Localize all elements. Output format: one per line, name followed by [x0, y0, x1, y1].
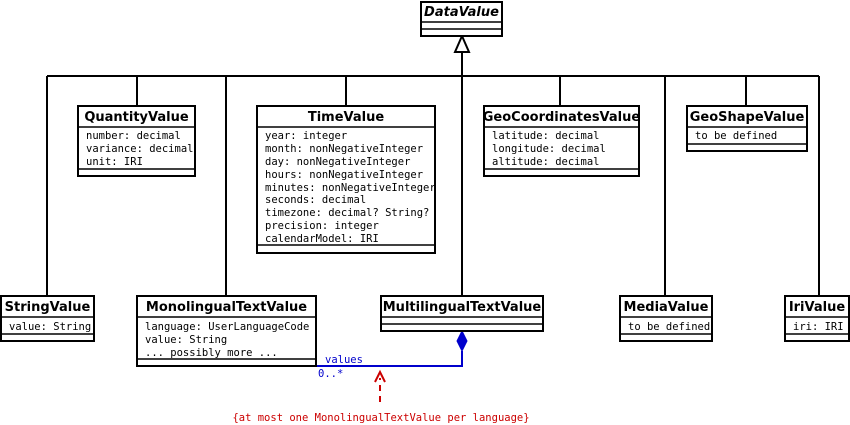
class-geo-coordinates-value[interactable]: GeoCoordinatesValue latitude: decimal lo… — [483, 105, 641, 177]
attribute: calendarModel: IRI — [265, 233, 379, 245]
class-name: DataValue — [424, 5, 499, 20]
attribute: iri: IRI — [793, 321, 844, 333]
class-multilingual-text-value[interactable]: MultilingualTextValue — [380, 295, 544, 332]
class-name: IriValue — [789, 300, 846, 315]
class-name: TimeValue — [308, 110, 385, 125]
class-name: QuantityValue — [84, 110, 189, 125]
attribute: variance: decimal — [86, 143, 193, 155]
attribute: latitude: decimal — [492, 130, 599, 142]
class-name: GeoCoordinatesValue — [483, 110, 641, 125]
association-multiplicity: 0..* — [318, 368, 343, 380]
attribute: altitude: decimal — [492, 156, 599, 168]
attribute: longitude: decimal — [492, 143, 606, 155]
attribute: year: integer — [265, 130, 347, 142]
class-name: MediaValue — [624, 300, 709, 315]
class-name: StringValue — [5, 300, 91, 315]
class-name: GeoShapeValue — [690, 110, 805, 125]
attribute: minutes: nonNegativeInteger — [265, 182, 436, 194]
attribute: value: String — [9, 321, 91, 333]
attribute: to be defined — [628, 321, 710, 333]
aggregation-association: values 0..* — [316, 329, 468, 380]
class-geo-shape-value[interactable]: GeoShapeValue to be defined — [686, 105, 808, 152]
class-name: MonolingualTextValue — [146, 300, 307, 315]
inheritance-connectors — [46, 52, 820, 296]
constraint-note: {at most one MonolingualTextValue per la… — [232, 369, 530, 424]
attribute: unit: IRI — [86, 156, 143, 168]
class-iri-value[interactable]: IriValue iri: IRI — [784, 295, 850, 342]
class-data-value[interactable]: DataValue — [420, 1, 503, 37]
constraint-arrowhead — [374, 369, 386, 383]
attribute: seconds: decimal — [265, 194, 366, 206]
attribute: value: String — [145, 334, 227, 346]
attribute: timezone: decimal? String? — [265, 207, 429, 219]
generalization-arrowhead — [453, 33, 471, 53]
attribute: precision: integer — [265, 220, 379, 232]
attribute: hours: nonNegativeInteger — [265, 169, 423, 181]
attribute: ... possibly more ... — [145, 347, 278, 359]
composition-diamond — [456, 329, 468, 353]
constraint-text: {at most one MonolingualTextValue per la… — [232, 412, 529, 424]
class-time-value[interactable]: TimeValue year: integer month: nonNegati… — [256, 105, 436, 254]
attribute: language: UserLanguageCode — [145, 321, 309, 333]
attribute: month: nonNegativeInteger — [265, 143, 423, 155]
attribute: number: decimal — [86, 130, 181, 142]
class-monolingual-text-value[interactable]: MonolingualTextValue language: UserLangu… — [136, 295, 317, 367]
class-name: MultilingualTextValue — [383, 300, 542, 315]
class-media-value[interactable]: MediaValue to be defined — [619, 295, 713, 342]
association-role: values — [325, 354, 363, 366]
attribute: day: nonNegativeInteger — [265, 156, 410, 168]
attribute: to be defined — [695, 130, 777, 142]
class-quantity-value[interactable]: QuantityValue number: decimal variance: … — [77, 105, 196, 177]
class-string-value[interactable]: StringValue value: String — [0, 295, 95, 342]
